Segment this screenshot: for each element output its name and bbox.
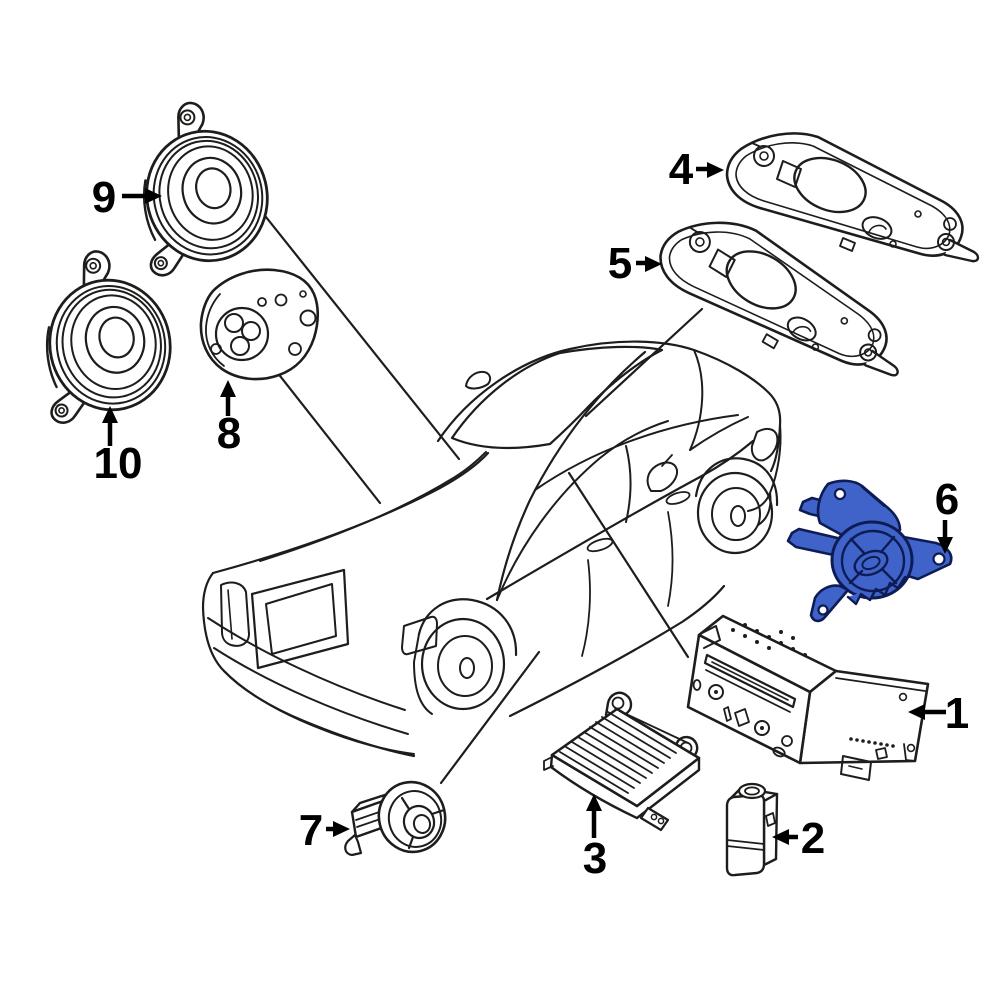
- leader-line-8: [271, 365, 382, 505]
- callout-4-label[interactable]: 4: [669, 145, 694, 194]
- car-illustration: [201, 340, 782, 758]
- callout-8-arrow-head: [220, 380, 236, 397]
- callout-3-arrow-head: [586, 794, 602, 811]
- leader-line-7: [439, 650, 541, 785]
- callout-10-label[interactable]: 10: [94, 439, 143, 488]
- callout-9[interactable]: 9: [92, 173, 162, 222]
- part-8-adapter-plate: [199, 268, 320, 381]
- leader-line-1: [567, 471, 690, 659]
- callout-9-label[interactable]: 9: [92, 173, 116, 222]
- callout-6-arrow-head: [937, 537, 953, 554]
- callout-4[interactable]: 4: [669, 145, 724, 194]
- callout-2-label[interactable]: 2: [801, 814, 825, 863]
- callout-5-label[interactable]: 5: [608, 239, 632, 288]
- callout-5[interactable]: 5: [608, 239, 662, 288]
- heatsink-fins: [559, 707, 689, 794]
- part-1-radio-head-unit: [686, 614, 930, 781]
- callout-6[interactable]: 6: [935, 475, 959, 554]
- callout-8-label[interactable]: 8: [217, 409, 241, 458]
- leader-line-9: [260, 210, 461, 461]
- callout-5-arrow-head: [645, 256, 662, 272]
- callout-7-arrow-head: [333, 821, 350, 837]
- part-6-highlighted-bracket: [786, 479, 953, 623]
- callouts: 9 10 8 4 5 6 1: [92, 145, 969, 883]
- callout-1-arrow-head: [908, 704, 925, 720]
- side-dots: [849, 737, 895, 748]
- callout-3-label[interactable]: 3: [583, 834, 607, 883]
- callout-8[interactable]: 8: [217, 380, 241, 458]
- callout-4-arrow-head: [707, 162, 724, 178]
- part-9-door-speaker: [113, 88, 283, 280]
- callout-7-label[interactable]: 7: [299, 806, 323, 855]
- callout-3[interactable]: 3: [583, 794, 607, 883]
- callout-2[interactable]: 2: [772, 814, 825, 863]
- leader-line-4-5: [584, 307, 704, 418]
- vent-dots: [731, 623, 807, 657]
- part-7-tweeter: [344, 780, 447, 857]
- part-2-media-module: [725, 782, 779, 877]
- callout-9-arrow-head: [145, 188, 162, 204]
- leader-lines: [260, 210, 704, 785]
- callout-10-arrow-head: [102, 406, 118, 423]
- callout-2-arrow-head: [772, 829, 789, 845]
- callout-6-label[interactable]: 6: [935, 475, 959, 524]
- callout-10[interactable]: 10: [94, 406, 143, 488]
- part-3-amplifier: [543, 691, 701, 832]
- callout-1-label[interactable]: 1: [945, 689, 969, 738]
- callout-1[interactable]: 1: [908, 689, 969, 738]
- callout-7[interactable]: 7: [299, 806, 350, 855]
